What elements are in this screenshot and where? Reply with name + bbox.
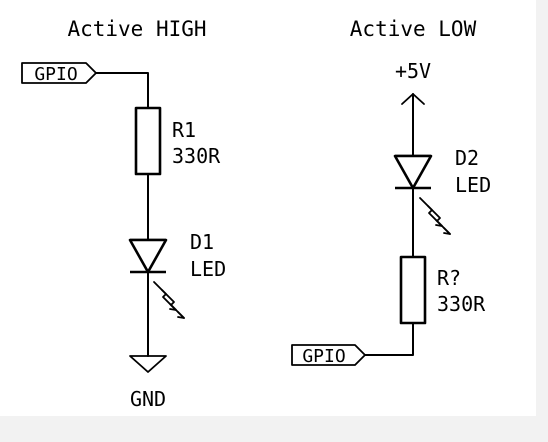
- ground-icon: [129, 355, 167, 373]
- r-value-label: 330R: [437, 292, 486, 316]
- r1-value-label: 330R: [172, 144, 221, 168]
- active-low-title: Active LOW: [350, 17, 477, 41]
- d2-value-label: LED: [455, 173, 491, 197]
- d1-value-label: LED: [190, 257, 226, 281]
- led-d1: [128, 238, 185, 319]
- resistor-r1: [134, 106, 162, 176]
- active-low-circuit: Active LOW +5V D2 LED R? 330R GPIO: [291, 17, 491, 367]
- gpio-label-high: GPIO: [34, 64, 77, 85]
- d1-ref-label: D1: [190, 230, 214, 254]
- gpio-port-high: [21, 62, 97, 84]
- led-d2: [393, 154, 451, 235]
- supply-label: +5V: [395, 59, 431, 83]
- gpio-port-low: [291, 344, 366, 366]
- r1-ref-label: R1: [172, 118, 196, 142]
- active-high-circuit: Active HIGH GPIO R1 330R D1 LED GND: [21, 17, 226, 411]
- schematic-sheet: [0, 0, 536, 416]
- gnd-label: GND: [130, 387, 166, 411]
- active-high-title: Active HIGH: [67, 17, 206, 41]
- d2-ref-label: D2: [455, 146, 479, 170]
- wire-gpio-to-r1: [95, 72, 149, 109]
- resistor-r-unassigned: [399, 255, 427, 325]
- wire-r-to-gpio: [364, 322, 414, 356]
- r-ref-label: R?: [437, 266, 461, 290]
- gpio-label-low: GPIO: [302, 346, 345, 367]
